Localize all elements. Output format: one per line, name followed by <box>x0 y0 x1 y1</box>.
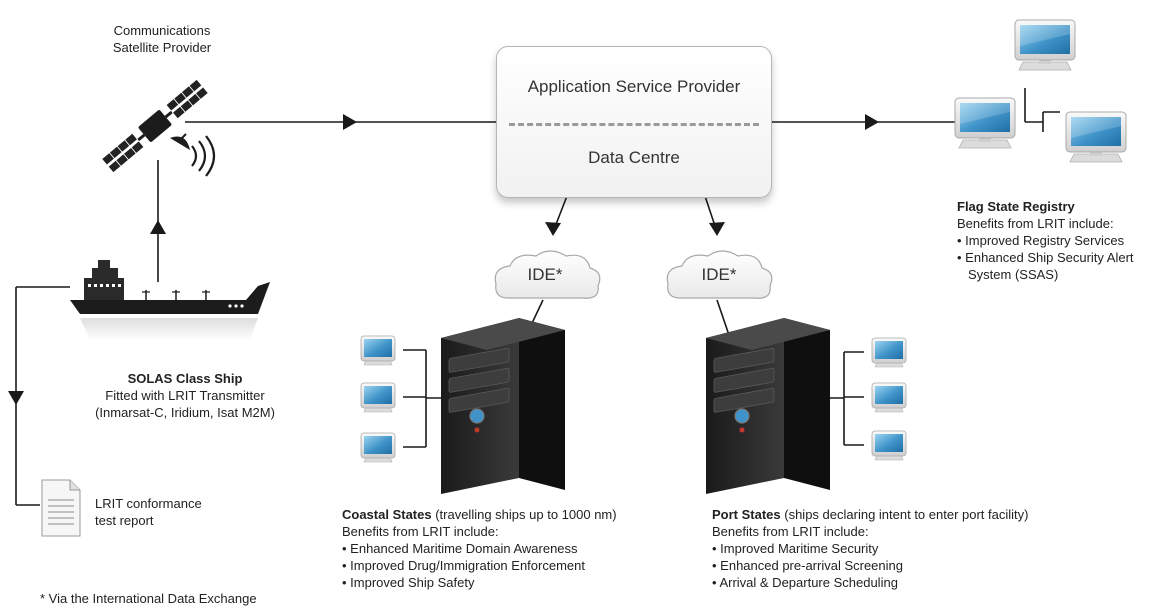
arrow-down-icon <box>545 222 561 236</box>
coastal-title-note: (travelling ships up to 1000 nm) <box>431 507 617 522</box>
document-icon <box>41 479 81 537</box>
port-states-block: Port States (ships declaring intent to e… <box>712 506 1028 591</box>
ship-line2: (Inmarsat-C, Iridium, Isat M2M) <box>95 405 275 420</box>
ship-label: SOLAS Class Ship Fitted with LRIT Transm… <box>60 370 310 421</box>
arrowheads <box>8 114 879 405</box>
asp-title: Application Service Provider <box>527 77 741 96</box>
satellite-icon <box>101 78 216 177</box>
ide-right-label: IDE* <box>701 265 737 284</box>
ship-line1: Fitted with LRIT Transmitter <box>105 388 265 403</box>
port-title: Port States <box>712 507 781 522</box>
application-service-provider-box: Application Service Provider Data Centre <box>496 46 772 198</box>
port-item: • Improved Maritime Security <box>712 541 879 556</box>
port-monitor-icon <box>871 430 907 461</box>
asp-divider <box>509 123 759 126</box>
port-title-note: (ships declaring intent to enter port fa… <box>780 507 1029 522</box>
flag-state-item: • Enhanced Ship Security Alert <box>957 250 1134 265</box>
asp-subtitle: Data Centre <box>588 148 680 167</box>
port-monitor-icon <box>871 382 907 413</box>
flag-state-intro: Benefits from LRIT include: <box>957 216 1114 231</box>
arrow-right-icon <box>865 114 879 130</box>
footnote: * Via the International Data Exchange <box>40 591 257 606</box>
ide-left-label: IDE* <box>527 265 563 284</box>
arrow-down-icon <box>8 391 24 405</box>
port-item: • Arrival & Departure Scheduling <box>712 575 898 590</box>
report-line2: test report <box>95 513 154 528</box>
coastal-monitor-icon <box>360 335 396 366</box>
coastal-server-icon <box>440 317 566 495</box>
coastal-title: Coastal States <box>342 507 432 522</box>
ship-icon <box>70 260 270 340</box>
coastal-item: • Enhanced Maritime Domain Awareness <box>342 541 578 556</box>
port-server-icon <box>705 317 831 495</box>
flag-state-title: Flag State Registry <box>957 199 1075 214</box>
satellite-label: Communications Satellite Provider <box>92 22 232 56</box>
coastal-monitor-icon <box>360 432 396 463</box>
arrow-right-icon <box>343 114 357 130</box>
satellite-label-line1: Communications <box>113 23 211 38</box>
arrow-down-icon <box>709 222 725 236</box>
coastal-monitor-icon <box>360 382 396 413</box>
report-line1: LRIT conformance <box>95 496 202 511</box>
ship-title: SOLAS Class Ship <box>127 371 243 386</box>
port-intro: Benefits from LRIT include: <box>712 524 869 539</box>
port-item: • Enhanced pre-arrival Screening <box>712 558 903 573</box>
flag-state-item: System (SSAS) <box>968 267 1059 282</box>
flag-monitor-icon <box>1014 19 1076 71</box>
coastal-item: • Improved Drug/Immigration Enforcement <box>342 558 585 573</box>
report-label: LRIT conformance test report <box>95 495 202 529</box>
satellite-label-line2: Satellite Provider <box>112 40 212 55</box>
coastal-intro: Benefits from LRIT include: <box>342 524 499 539</box>
ide-cloud-right-icon <box>666 250 773 299</box>
port-monitor-icon <box>871 337 907 368</box>
flag-state-block: Flag State Registry Benefits from LRIT i… <box>957 198 1134 283</box>
flag-monitor-icon <box>1065 111 1127 163</box>
flag-state-item: • Improved Registry Services <box>957 233 1125 248</box>
coastal-item: • Improved Ship Safety <box>342 575 475 590</box>
ide-cloud-left-icon <box>494 250 601 299</box>
coastal-states-block: Coastal States (travelling ships up to 1… <box>342 506 617 591</box>
flag-monitor-icon <box>954 97 1016 149</box>
arrow-up-icon <box>150 220 166 234</box>
